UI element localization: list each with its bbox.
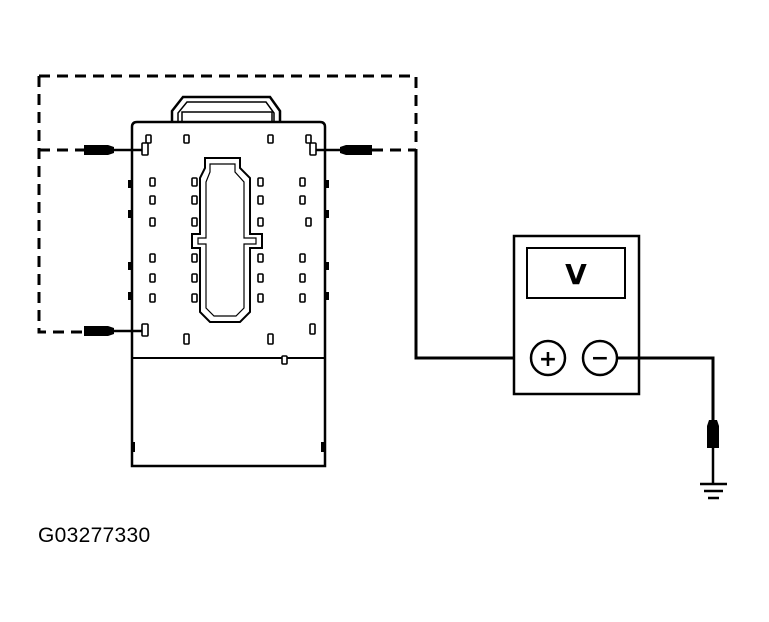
figure-code: G03277330 [38, 524, 151, 547]
positive-lead [414, 150, 528, 360]
probe-left-top [84, 145, 142, 155]
positive-terminal-sign: + [539, 347, 557, 372]
negative-terminal-sign: − [591, 346, 609, 371]
negative-lead [617, 356, 715, 423]
ground-symbol-icon [700, 482, 727, 500]
connector [128, 95, 329, 468]
jumper-wire-dashed [37, 74, 418, 334]
positive-terminal [529, 339, 567, 377]
probe-ground [707, 420, 719, 483]
probe-left-bottom [84, 326, 142, 336]
connector-pins [141, 134, 317, 365]
voltmeter-display [526, 247, 626, 299]
probe-right [316, 145, 372, 155]
voltmeter-unit-label: V [565, 258, 587, 291]
voltmeter: V + − [512, 234, 641, 396]
